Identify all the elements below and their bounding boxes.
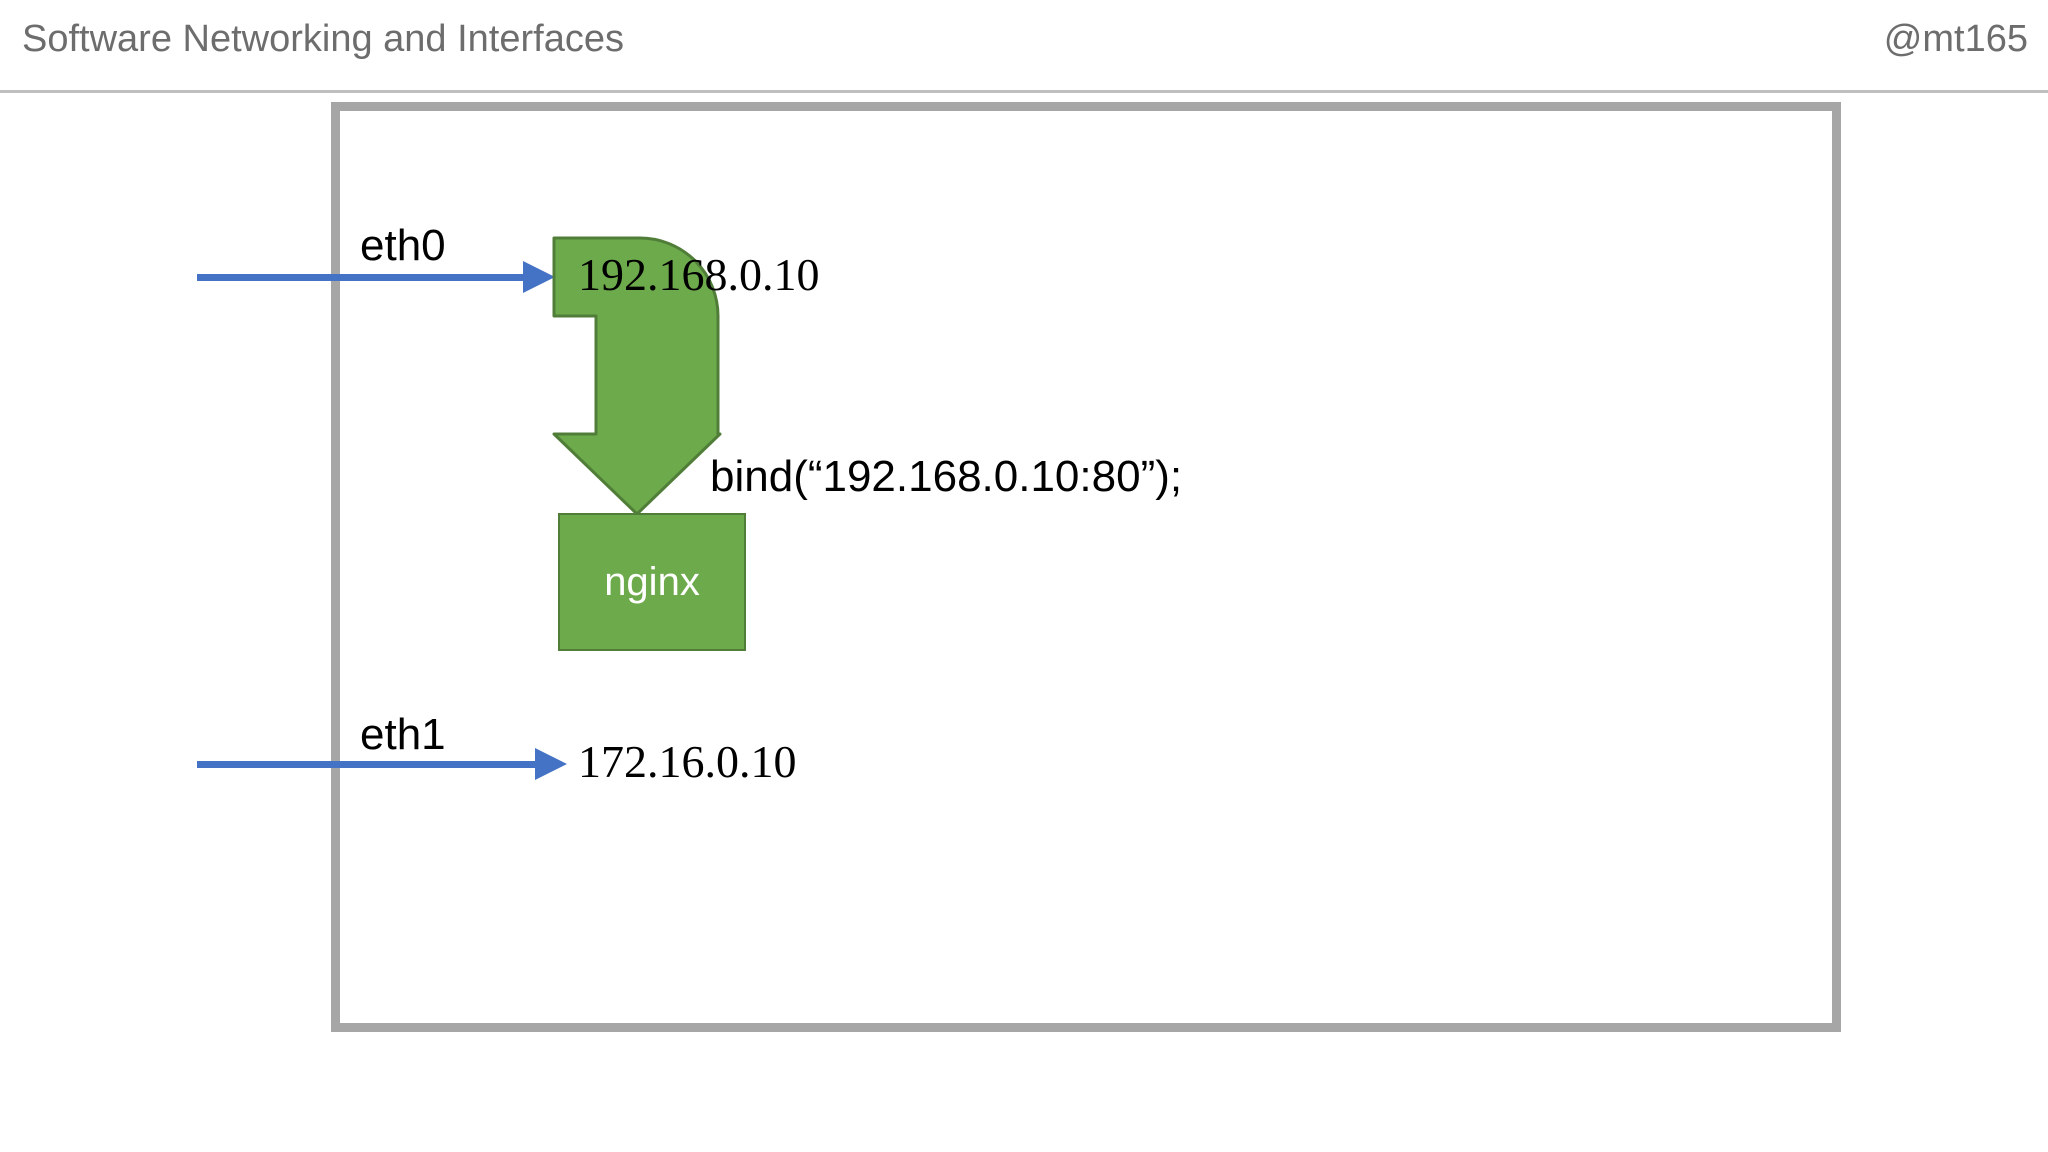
eth1-arrow-head-icon	[535, 748, 567, 780]
eth0-network-arrow	[197, 258, 558, 298]
nginx-process-label: nginx	[604, 559, 700, 604]
author-handle: @mt165	[1883, 18, 2028, 60]
header-divider	[0, 90, 2048, 93]
slide-header: Software Networking and Interfaces @mt16…	[0, 0, 2048, 93]
eth1-interface-label: eth1	[360, 710, 446, 759]
eth0-arrow-line	[197, 274, 527, 281]
bind-call-annotation: bind(“192.168.0.10:80”);	[710, 452, 1183, 501]
eth1-network-arrow	[197, 745, 570, 785]
eth0-ip-address: 192.168.0.10	[578, 249, 820, 300]
eth1-arrow-line	[197, 761, 539, 768]
bind-flow-bent-arrow-icon	[552, 236, 722, 526]
nginx-process-box: nginx	[558, 513, 746, 651]
host-machine-boundary	[331, 102, 1841, 1032]
eth0-interface-label: eth0	[360, 221, 446, 270]
eth1-ip-address: 172.16.0.10	[578, 736, 797, 787]
page-title: Software Networking and Interfaces	[22, 18, 624, 60]
eth0-arrow-head-icon	[523, 261, 555, 293]
